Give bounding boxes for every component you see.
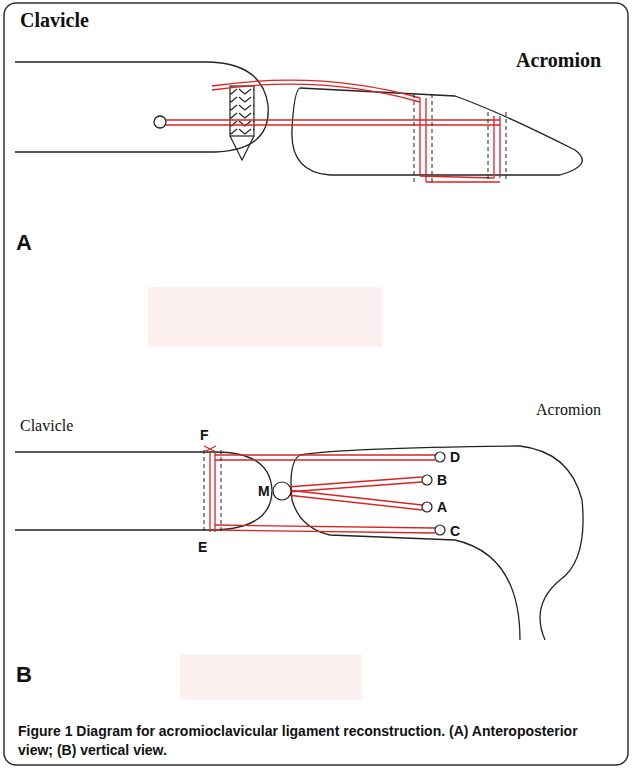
- point-letter: C: [450, 524, 460, 538]
- drill-holes: [273, 452, 445, 535]
- clavicle-outline: [15, 62, 268, 152]
- point-letter: F: [200, 428, 209, 442]
- graft: [166, 80, 500, 182]
- screw: [230, 86, 254, 136]
- point-letter: E: [198, 540, 207, 554]
- point-letter: M: [258, 484, 270, 498]
- anchor-hole: [154, 116, 166, 128]
- blank-patch: [180, 654, 362, 700]
- bone-label: Clavicle: [20, 10, 89, 30]
- panel-letter: B: [16, 664, 32, 686]
- bone-label: Acromion: [536, 402, 601, 418]
- drill-tunnel: [204, 450, 221, 534]
- figure-caption: Figure 1 Diagram for acromioclavicular l…: [18, 722, 608, 760]
- acromion-outline: [292, 88, 582, 175]
- point-letter: B: [437, 473, 447, 487]
- drill-tunnel: [414, 94, 506, 182]
- blank-patch: [148, 287, 382, 347]
- bone-label: Clavicle: [20, 418, 73, 434]
- bone-label: Acromion: [516, 50, 601, 70]
- point-letter: D: [450, 450, 460, 464]
- point-letter: A: [437, 500, 447, 514]
- frame: [4, 3, 628, 765]
- clavicle-outline: [15, 452, 272, 530]
- acromion-outline: [291, 446, 583, 640]
- screw-tip: [230, 136, 254, 160]
- panel-letter: A: [16, 232, 32, 254]
- graft: [204, 446, 435, 533]
